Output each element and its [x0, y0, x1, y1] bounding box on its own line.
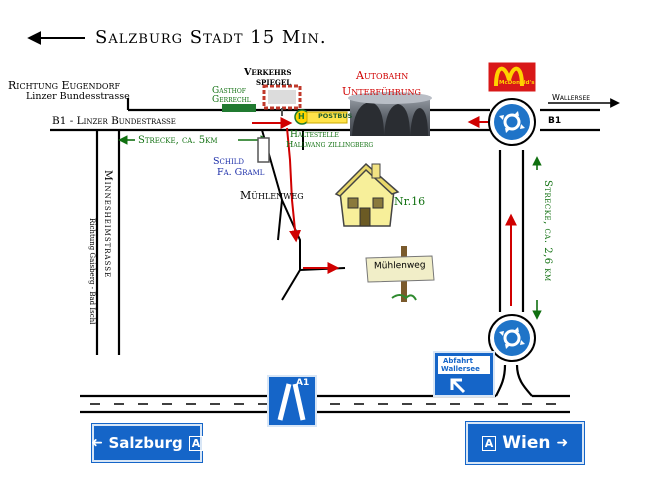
mcdonalds-logo-icon [487, 61, 537, 93]
linzer-bundesstrasse-label: Linzer Bundesstrasse [26, 91, 130, 102]
b1-right-label: B1 [548, 116, 562, 126]
b1-road-label: B1 - Linzer Bundestrasse [52, 115, 176, 127]
verkehrs-spiegel-label-2: spiegel [256, 77, 292, 88]
schild-marker [257, 137, 270, 163]
wien-direction-sign: A Wien ➜ [466, 422, 584, 464]
mcdonalds-label: McDonald's [499, 80, 535, 86]
minnesheimstrasse-label: Minnesheimstrasse [102, 170, 114, 279]
gasthof-label-2: Gerrechl [212, 95, 251, 105]
minnesheimstrasse-road [95, 130, 121, 355]
autobahn-label-2: Unterführung [342, 85, 421, 98]
muehlenweg-sign-label: Mühlenweg [373, 260, 426, 272]
autobahn-tunnel-icon [348, 92, 432, 136]
roundabout-top-icon [488, 98, 536, 146]
signpost-icon [365, 246, 435, 302]
house-number-label: Nr.16 [394, 195, 426, 208]
motorway-symbol-icon: A [481, 435, 497, 451]
traffic-mirror-icon [262, 84, 302, 116]
page-title: Salzburg Stadt 15 Min. [95, 27, 327, 48]
arrow-left-icon: ➜ [90, 435, 103, 451]
gasthof-label-1: Gasthof [212, 86, 246, 96]
roundabout-bottom-icon [488, 314, 536, 362]
muehlenweg-label: Mühlenweg [240, 189, 304, 202]
muehlenweg-roads [261, 129, 346, 301]
a1-label: A1 [296, 378, 310, 388]
haltestelle-label-2: Hallwang zillingberg [286, 140, 374, 150]
verkehrs-spiegel-label-1: Verkehrs [244, 67, 292, 78]
gasthof-marker [222, 104, 256, 112]
salzburg-sign-label: Salzburg [108, 434, 183, 452]
abfahrt-label-1: Abfahrt [443, 357, 473, 365]
schild-label-1: Schild [213, 156, 244, 167]
schild-label-2: Fa. Graml [217, 167, 265, 178]
postbus-label: POSTBUS [318, 112, 353, 120]
wien-sign-label: Wien [502, 433, 551, 453]
haltestelle-symbol: H [298, 112, 305, 121]
autobahn-label-1: Autobahn [356, 69, 409, 82]
wallersee-direction-label: Wallersee [552, 93, 591, 102]
strecke-5km-label: Strecke, ca. 5km [138, 135, 218, 146]
abfahrt-label-2: Wallersee [441, 365, 480, 373]
motorway-symbol-icon: ​A [188, 435, 204, 451]
a1-motorway [80, 394, 570, 414]
house-icon [334, 162, 400, 227]
haltestelle-label-1: Haltestelle [290, 130, 339, 140]
bus-stop-icon [294, 109, 348, 125]
abfahrt-wallersee-sign [433, 351, 495, 397]
route-path [252, 116, 517, 306]
strecke-2-6km-label: Strecke, ca. 2,6 km [542, 180, 553, 282]
richtung-gaisberg-label: Richtung Gaisberg - Bad Ischl [88, 218, 96, 325]
connector-road [495, 150, 533, 397]
a1-motorway-sign [267, 375, 317, 427]
salzburg-direction-sign: ➜ Salzburg ​A [90, 424, 204, 462]
arrow-right-icon: ➜ [556, 435, 569, 451]
richtung-eugendorf-label: Richtung Eugendorf [8, 79, 121, 92]
